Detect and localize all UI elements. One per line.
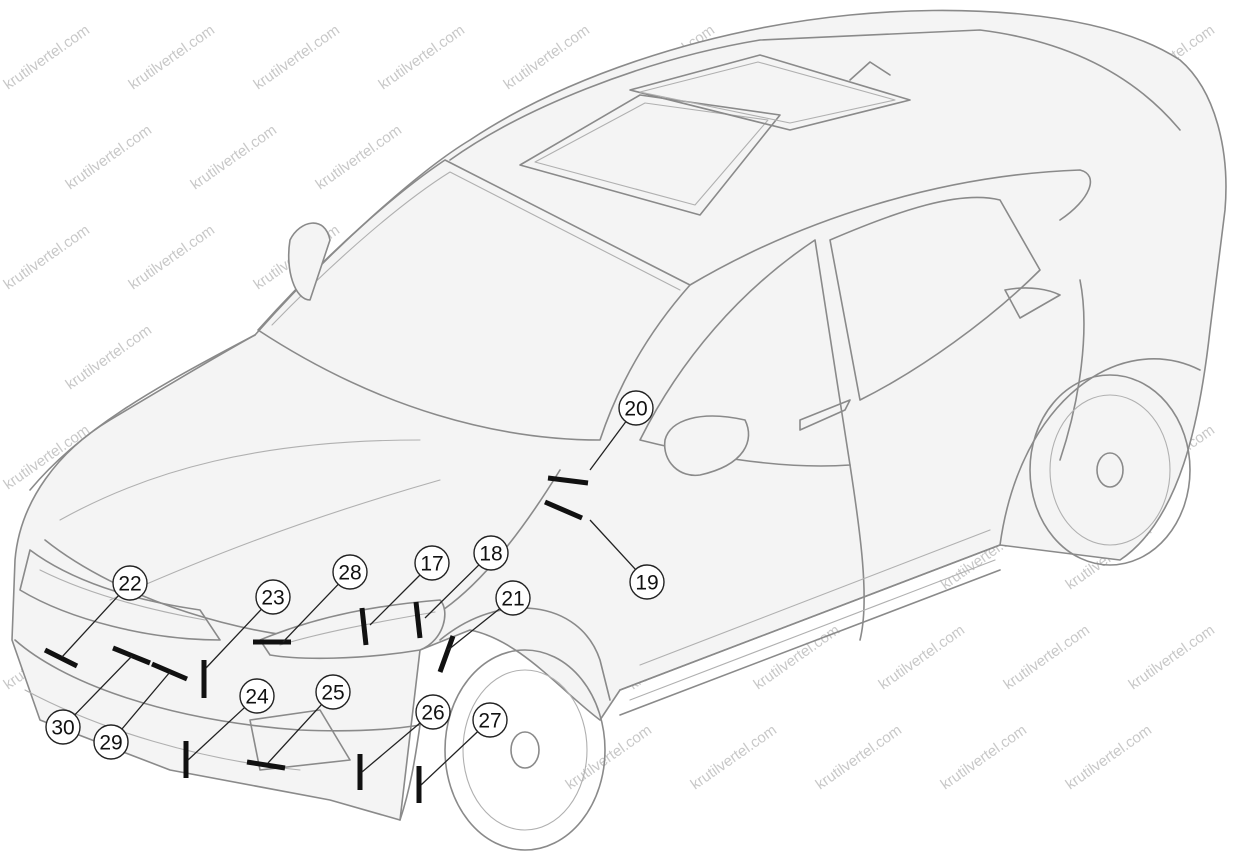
- gap-mark-20: [547, 475, 589, 486]
- watermark-text: krutilvertel.com: [876, 622, 968, 694]
- leader-line-26: [361, 722, 421, 773]
- callout-27: 27: [472, 702, 508, 738]
- callout-circle: [255, 579, 291, 615]
- callout-number: 30: [51, 717, 74, 740]
- watermark-text: krutilvertel.com: [1126, 622, 1218, 694]
- callout-circle: [93, 724, 129, 760]
- callout-circle: [495, 580, 531, 616]
- gap-mark-21: [437, 635, 456, 673]
- leader-line-17: [369, 574, 421, 626]
- gap-mark-18: [413, 601, 423, 639]
- callout-number: 17: [420, 553, 443, 576]
- watermark-text: krutilvertel.com: [63, 122, 155, 194]
- callout-number: 21: [501, 588, 524, 611]
- leader-line-29: [121, 671, 171, 730]
- leader-line-19: [589, 519, 636, 570]
- watermark-text: krutilvertel.com: [1063, 722, 1155, 794]
- callout-21: 21: [495, 580, 531, 616]
- leader-line-25: [267, 704, 323, 764]
- callout-circle: [414, 545, 450, 581]
- callout-22: 22: [112, 565, 148, 601]
- callout-number: 20: [624, 398, 647, 421]
- callout-20: 20: [618, 390, 654, 426]
- callout-number: 26: [421, 702, 444, 725]
- callout-26: 26: [415, 694, 451, 730]
- leader-line-23: [205, 608, 262, 669]
- callout-number: 23: [261, 587, 284, 610]
- watermark-text: krutilvertel.com: [126, 222, 218, 294]
- watermark-text: krutilvertel.com: [251, 22, 343, 94]
- callout-18: 18: [473, 535, 509, 571]
- callout-circle: [112, 565, 148, 601]
- callout-28: 28: [332, 554, 368, 590]
- leader-line-24: [187, 707, 245, 761]
- gap-mark-29: [151, 661, 188, 682]
- leader-line-22: [61, 595, 119, 658]
- watermark-text: krutilvertel.com: [63, 322, 155, 394]
- watermark-text: krutilvertel.com: [188, 122, 280, 194]
- watermark-text: krutilvertel.com: [938, 722, 1030, 794]
- callout-17: 17: [414, 545, 450, 581]
- gap-measurement-marks: [43, 475, 589, 803]
- callout-19: 19: [629, 564, 665, 600]
- leader-line-28: [282, 583, 339, 643]
- watermark-text: krutilvertel.com: [1, 22, 93, 94]
- callout-circle: [332, 554, 368, 590]
- callout-circle: [45, 709, 81, 745]
- leader-lines: [61, 421, 636, 786]
- watermark-text: krutilvertel.com: [688, 722, 780, 794]
- callout-number: 27: [478, 710, 501, 733]
- callout-23: 23: [255, 579, 291, 615]
- gap-mark-25: [246, 759, 286, 771]
- callout-number: 19: [635, 572, 658, 595]
- watermark-text: krutilvertel.com: [376, 22, 468, 94]
- gap-mark-19: [544, 499, 583, 521]
- callout-number: 28: [338, 562, 361, 585]
- gap-mark-22: [43, 647, 79, 669]
- callout-circle: [629, 564, 665, 600]
- watermark-text: krutilvertel.com: [313, 122, 405, 194]
- car-outline: [11, 9, 1227, 851]
- callout-circle: [473, 535, 509, 571]
- watermark-text: krutilvertel.com: [126, 22, 218, 94]
- callout-29: 29: [93, 724, 129, 760]
- callout-number: 24: [245, 686, 269, 709]
- gap-mark-17: [359, 607, 369, 646]
- callout-circle: [415, 694, 451, 730]
- leader-line-30: [74, 655, 133, 716]
- callout-circle: [315, 674, 351, 710]
- callout-24: 24: [239, 678, 275, 714]
- watermark-text: krutilvertel.com: [1001, 622, 1093, 694]
- callout-30: 30: [45, 709, 81, 745]
- watermark-text: krutilvertel.com: [813, 722, 905, 794]
- watermark-text: krutilvertel.com: [1, 222, 93, 294]
- callout-number: 18: [479, 543, 502, 566]
- callout-number: 25: [321, 682, 344, 705]
- callout-circle: [239, 678, 275, 714]
- callout-number: 22: [118, 573, 141, 596]
- gap-mark-30: [112, 645, 151, 666]
- callout-circle: [618, 390, 654, 426]
- callout-number: 29: [99, 732, 122, 755]
- leader-line-27: [420, 731, 479, 786]
- callout-circle: [472, 702, 508, 738]
- callout-25: 25: [315, 674, 351, 710]
- leader-line-20: [589, 421, 627, 471]
- leader-line-21: [447, 608, 501, 651]
- leader-line-18: [424, 564, 480, 619]
- watermark-text: krutilvertel.com: [563, 722, 655, 794]
- callout-layer: 20 19 17 18 21 28 23 22 30 29 24 25 26 27: [45, 390, 665, 760]
